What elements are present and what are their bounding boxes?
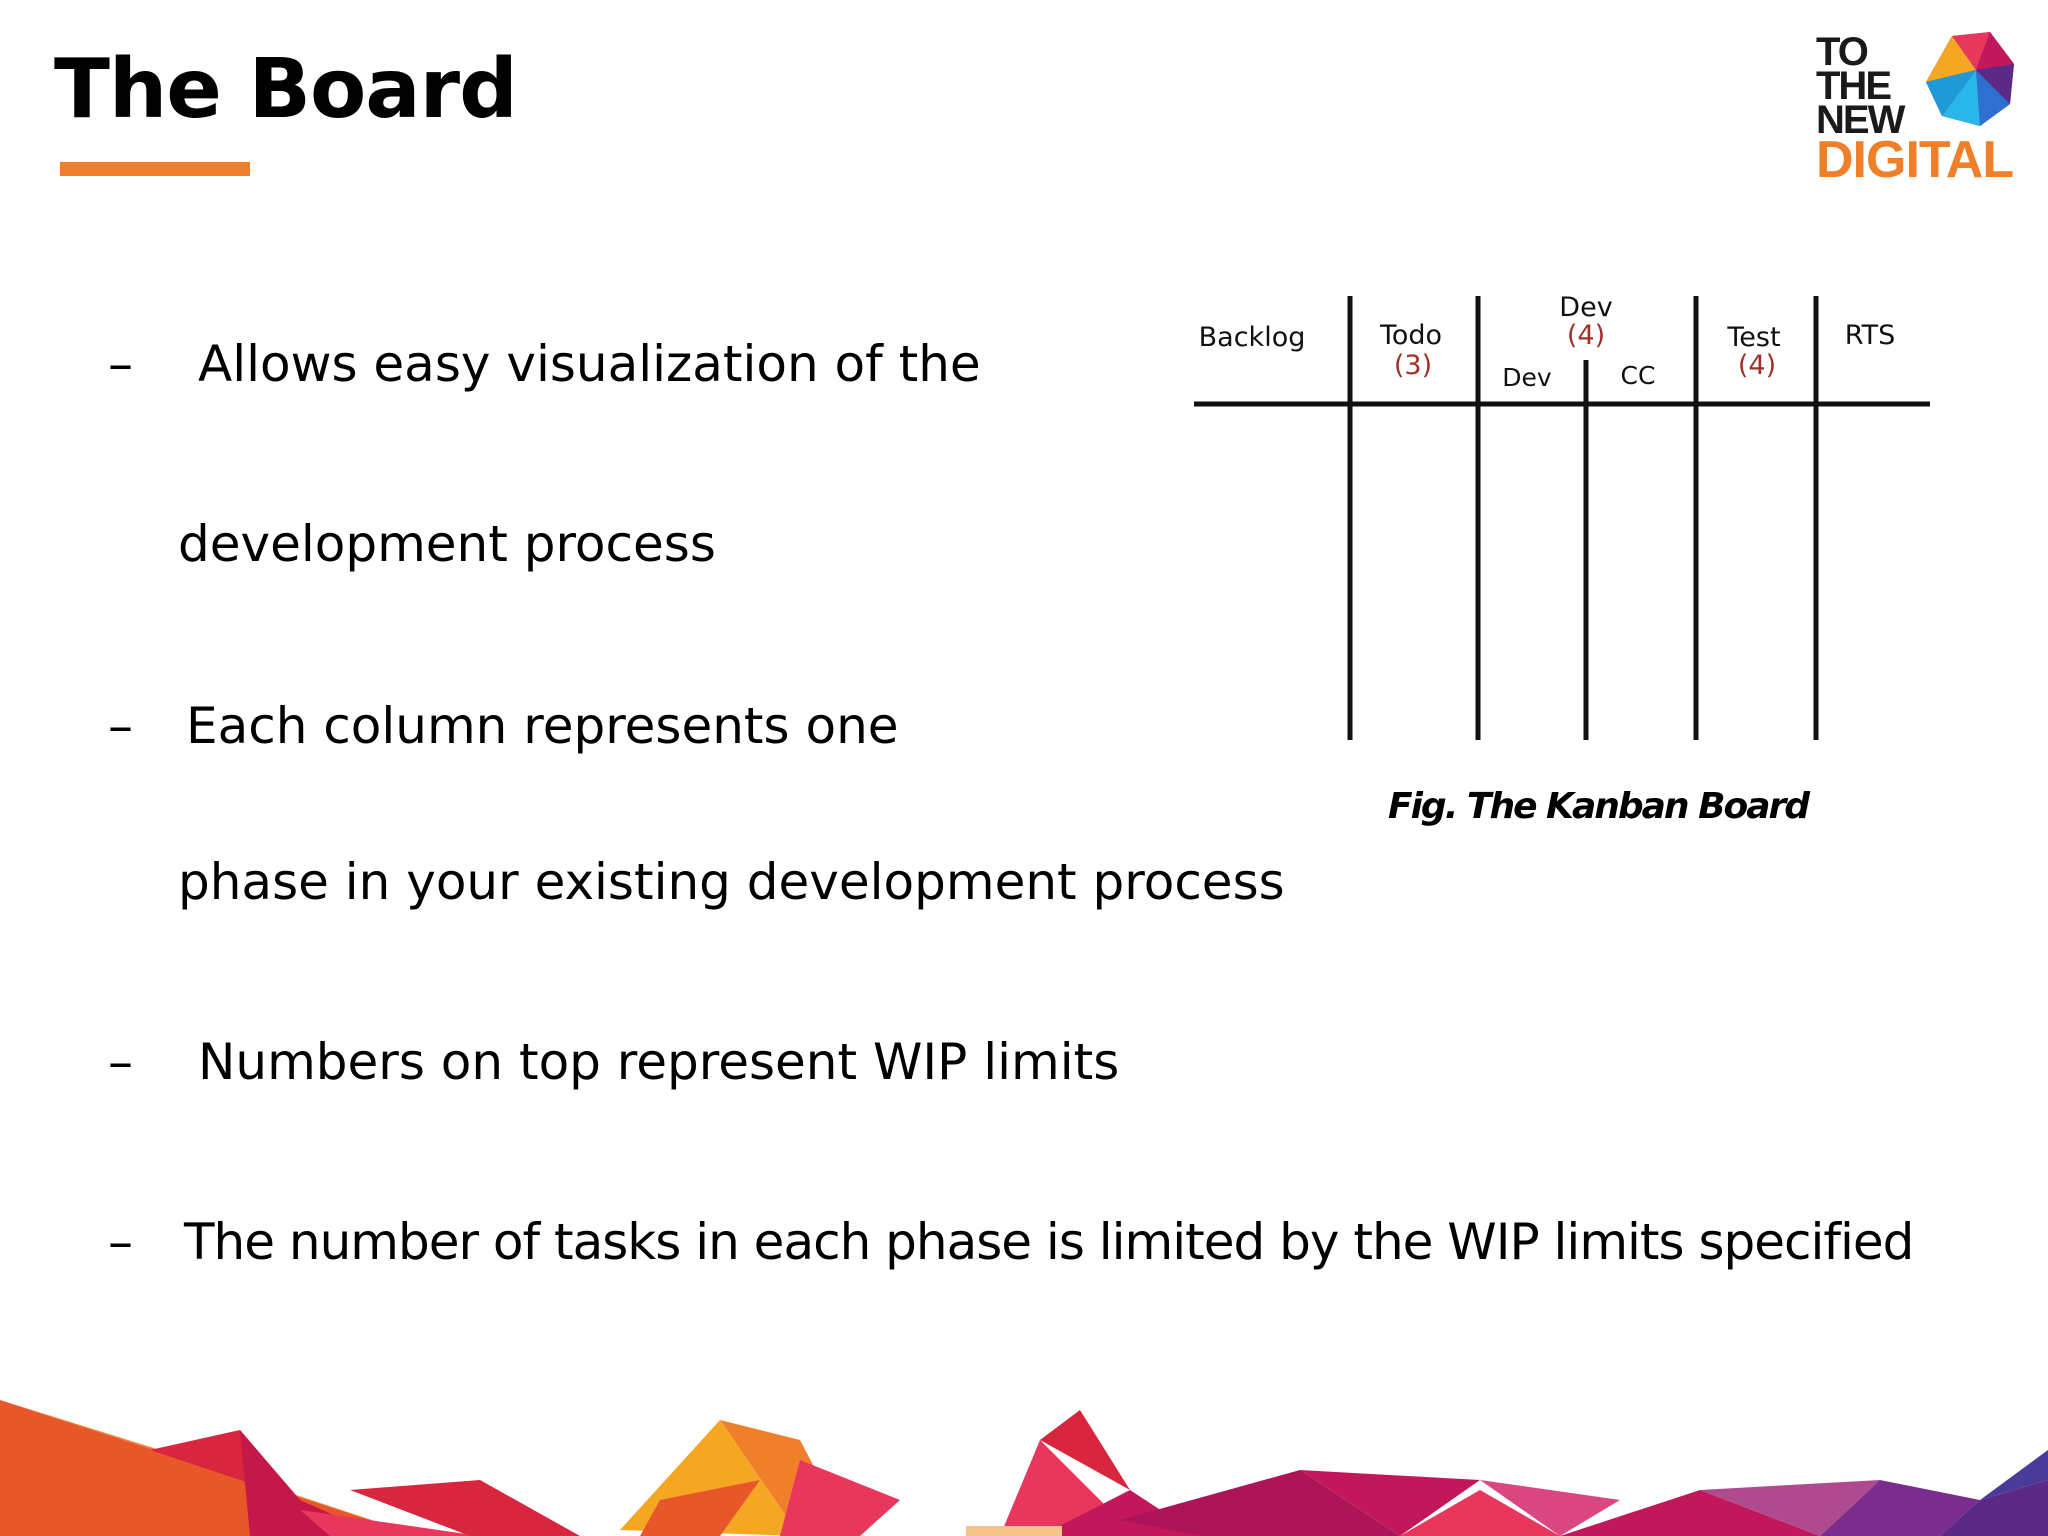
logo-text-line3: NEW	[1816, 98, 1905, 142]
subcolumn-label-cc: CC	[1621, 361, 1656, 390]
column-label-backlog: Backlog	[1199, 322, 1306, 353]
bullet-dash-2: –	[108, 697, 133, 755]
logo-text-line1: TO	[1816, 30, 1869, 74]
bullet-2-line-1: Each column represents one	[186, 697, 899, 755]
company-logo: TO THE NEW DIGITAL	[1810, 30, 2020, 190]
polygon-gem-icon	[1926, 32, 2014, 126]
column-label-todo: Todo	[1379, 320, 1442, 351]
bullet-1-line-2: development process	[178, 515, 716, 573]
subcolumn-label-dev: Dev	[1502, 363, 1552, 392]
slide-title: The Board	[54, 42, 518, 137]
bullet-dash-1: –	[108, 335, 133, 393]
bullet-2-line-2: phase in your existing development proce…	[178, 853, 1285, 911]
column-label-dev: Dev	[1559, 292, 1612, 323]
bullet-dash-3: –	[108, 1033, 133, 1091]
kanban-board-diagram: Backlog Todo (3) Dev (4) Dev CC Test (4)…	[1180, 280, 1950, 764]
bullet-dash-4: –	[108, 1213, 133, 1271]
column-limit-test: (4)	[1738, 350, 1776, 381]
logo-text-line4: DIGITAL	[1816, 131, 2014, 189]
bullet-3-line-1: Numbers on top represent WIP limits	[198, 1033, 1120, 1091]
column-limit-dev: (4)	[1567, 320, 1605, 351]
logo-text-line2: THE	[1816, 64, 1892, 108]
column-label-rts: RTS	[1845, 320, 1895, 351]
column-label-test: Test	[1726, 322, 1780, 353]
decorative-footer-polygons	[0, 1400, 2048, 1536]
bullet-4-line-1: The number of tasks in each phase is lim…	[184, 1213, 1914, 1271]
title-underline	[60, 162, 250, 176]
kanban-board-svg: Backlog Todo (3) Dev (4) Dev CC Test (4)…	[1194, 292, 1930, 740]
figure-caption: Fig. The Kanban Board	[1388, 786, 1810, 827]
column-limit-todo: (3)	[1394, 350, 1432, 381]
bullet-1-line-1: Allows easy visualization of the	[198, 335, 981, 393]
